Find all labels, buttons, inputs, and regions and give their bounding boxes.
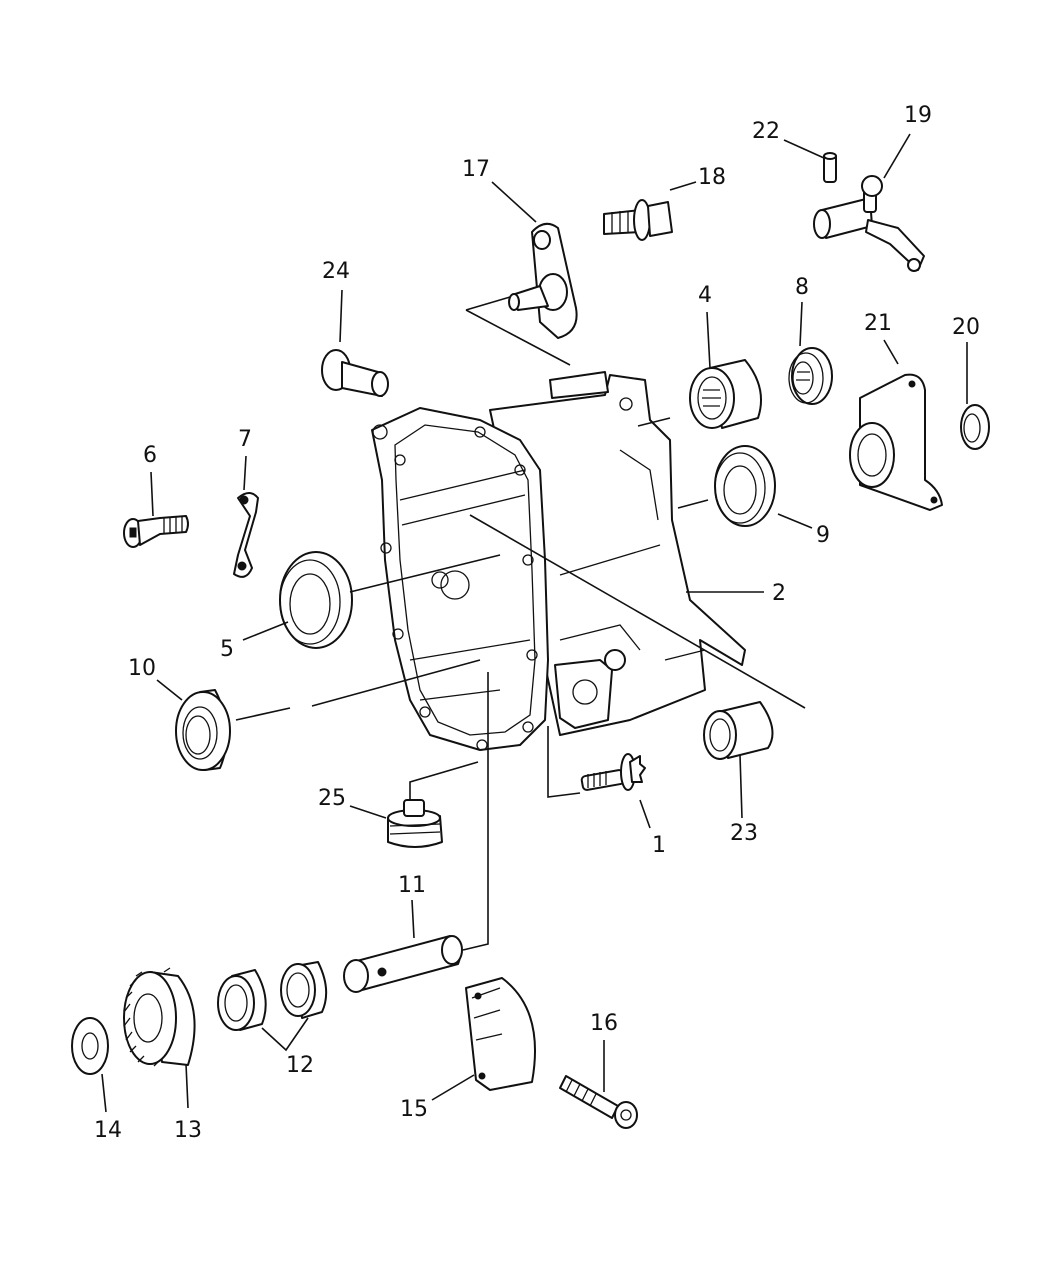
callout-leaders	[101, 133, 968, 1113]
callout-17: 17	[462, 157, 490, 182]
callout-2: 2	[772, 581, 786, 606]
callout-16: 16	[590, 1011, 618, 1036]
assembly-lines	[235, 296, 806, 951]
callout-4: 4	[698, 283, 712, 308]
helical-gear-13	[123, 967, 196, 1067]
callout-8: 8	[795, 275, 809, 300]
bolt-16	[559, 1075, 638, 1129]
callout-15: 15	[400, 1097, 428, 1122]
cover-plate-15	[465, 977, 536, 1091]
seal-ring-8	[788, 347, 833, 405]
washer-14	[71, 1017, 109, 1075]
callout-7: 7	[238, 427, 252, 452]
sleeve-23	[703, 701, 774, 760]
callout-18: 18	[698, 165, 726, 190]
ball-bearing-10	[175, 689, 231, 771]
flange-bolt-18	[603, 199, 673, 241]
callout-22: 22	[752, 119, 780, 144]
countersunk-screw-6	[123, 515, 189, 548]
bracket-plate-7	[233, 492, 259, 578]
pin-22	[823, 152, 837, 183]
roller-bearing-12a	[217, 969, 267, 1031]
callout-5: 5	[220, 637, 234, 662]
callout-10: 10	[128, 656, 156, 681]
callout-1: 1	[652, 833, 666, 858]
flange-21	[849, 373, 943, 511]
nut-20	[960, 404, 990, 450]
shift-lever-19	[813, 175, 925, 272]
shift-bracket-17	[508, 222, 578, 339]
callout-21: 21	[864, 311, 892, 336]
callout-11: 11	[398, 873, 426, 898]
roller-bearing-12b	[280, 961, 328, 1019]
callout-23: 23	[730, 821, 758, 846]
callout-24: 24	[322, 259, 350, 284]
plug-24	[321, 349, 389, 397]
callout-19: 19	[904, 103, 932, 128]
callout-labels: 1 2 4 5 6 7 8 9 10 11 12 13 14 15 16 17 …	[94, 103, 980, 1143]
screw-with-gear-1	[580, 753, 646, 791]
oil-seal-5	[279, 551, 353, 649]
shaft-11	[343, 935, 463, 993]
breather-plug-25	[387, 799, 443, 848]
oil-seal-9	[714, 445, 776, 527]
callout-6: 6	[143, 443, 157, 468]
callout-12: 12	[286, 1053, 314, 1078]
callout-20: 20	[952, 315, 980, 340]
sleeve-4	[689, 359, 762, 429]
callout-13: 13	[174, 1118, 202, 1143]
callout-9: 9	[816, 523, 830, 548]
callout-14: 14	[94, 1118, 122, 1143]
callout-25: 25	[318, 786, 346, 811]
transmission-housing	[371, 371, 746, 751]
